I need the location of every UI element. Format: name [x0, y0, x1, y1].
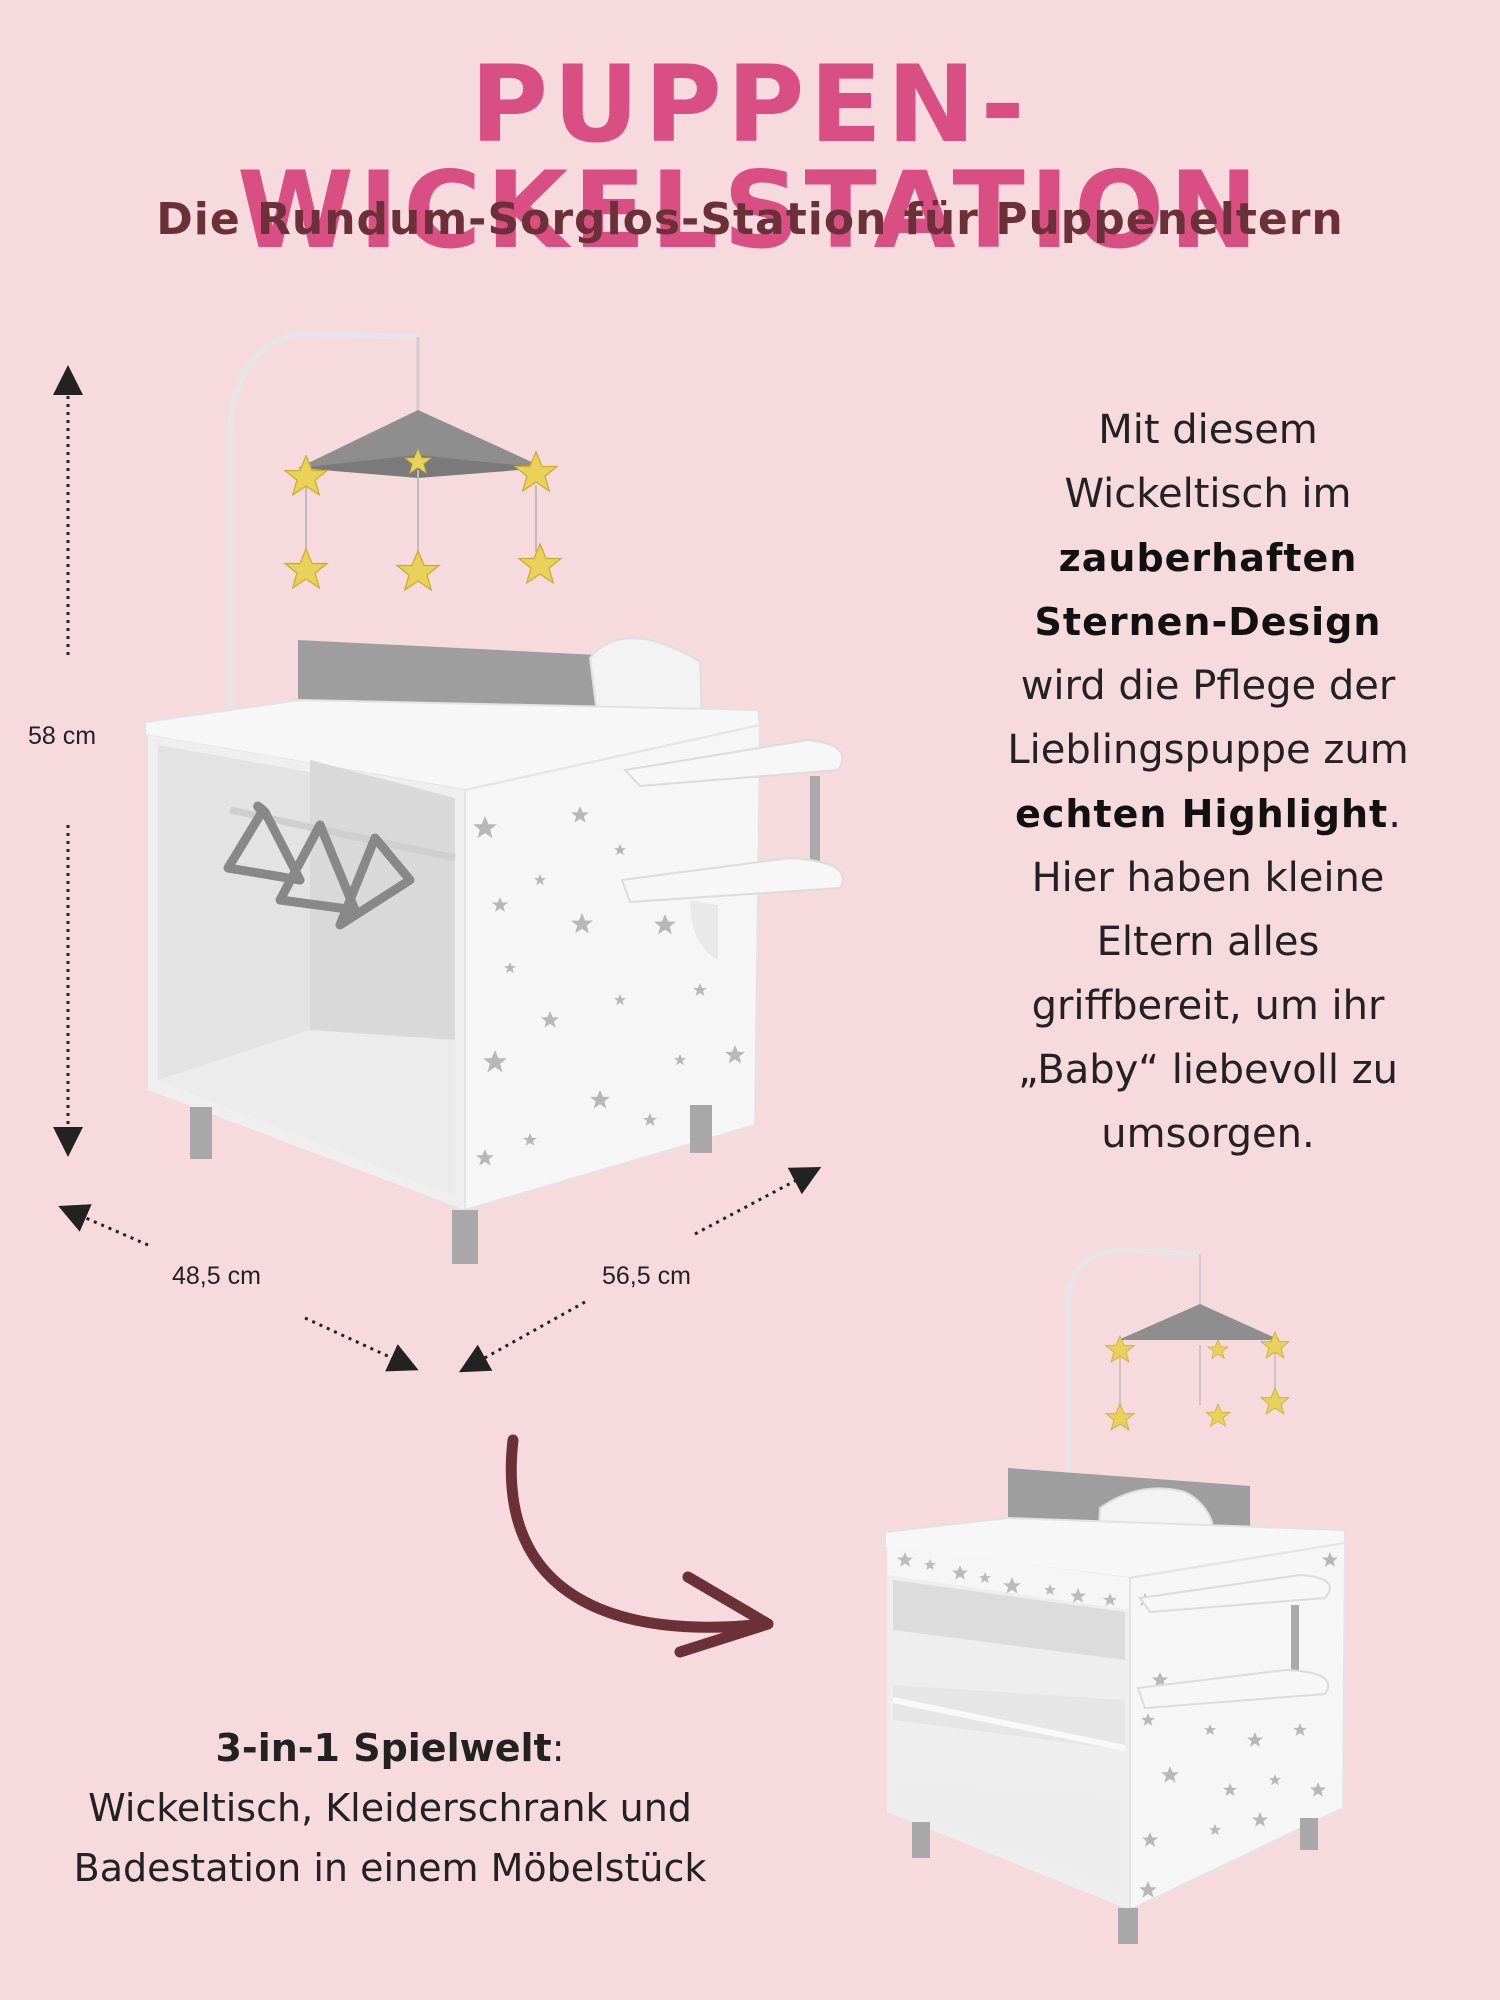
description-line: wird die Pflege der: [1020, 663, 1396, 709]
width-arrow-left: [458, 1300, 586, 1373]
feature-line: Badestation in einem Möbelstück: [73, 1846, 707, 1890]
feature-heading-colon: :: [551, 1726, 565, 1770]
description-line: umsorgen.: [1101, 1111, 1315, 1157]
description-highlight: echten Highlight: [1015, 792, 1389, 836]
width-arrow-right: [694, 1166, 822, 1236]
page-title: PUPPEN-WICKELSTATION: [236, 43, 1264, 272]
feature-heading-line: 3-in-1 Spielwelt:: [40, 1718, 740, 1778]
description-line: „Baby“ liebevoll zu: [1017, 1047, 1399, 1093]
page-subtitle: Die Rundum-Sorglos-Station für Puppenelt…: [156, 194, 1344, 245]
description-line: Wickeltisch im: [1064, 471, 1352, 517]
depth-arrow-right: [304, 1316, 419, 1372]
dimension-arrows: [53, 365, 822, 1373]
description-punctuation: .: [1388, 791, 1401, 837]
description-line: Eltern alles: [1096, 919, 1320, 965]
height-label: 58 cm: [28, 722, 97, 750]
description-line: Mit diesem: [1098, 407, 1318, 453]
description-highlight: zauberhaften: [1058, 536, 1358, 580]
feature-heading: 3-in-1 Spielwelt: [215, 1726, 552, 1770]
width-label: 56,5 cm: [602, 1262, 691, 1290]
feature-line: Wickeltisch, Kleiderschrank und: [88, 1786, 692, 1830]
changing-station-large: [144, 330, 844, 1264]
curved-arrow-icon: [505, 1434, 774, 1658]
description-line: griffbereit, um ihr: [1031, 983, 1385, 1029]
feature-text: 3-in-1 Spielwelt: Wickeltisch, Kleidersc…: [40, 1718, 740, 1898]
description-line: Lieblingspuppe zum: [1007, 727, 1409, 773]
changing-station-small: [884, 1247, 1347, 1944]
product-description: Mit diesem Wickeltisch im zauberhaften S…: [988, 398, 1428, 1166]
description-highlight: Sternen-Design: [1034, 600, 1382, 644]
description-line: Hier haben kleine: [1031, 855, 1385, 901]
depth-arrow-left: [58, 1204, 149, 1247]
description-highlight-line: echten Highlight.: [988, 782, 1428, 846]
depth-label: 48,5 cm: [172, 1262, 261, 1290]
